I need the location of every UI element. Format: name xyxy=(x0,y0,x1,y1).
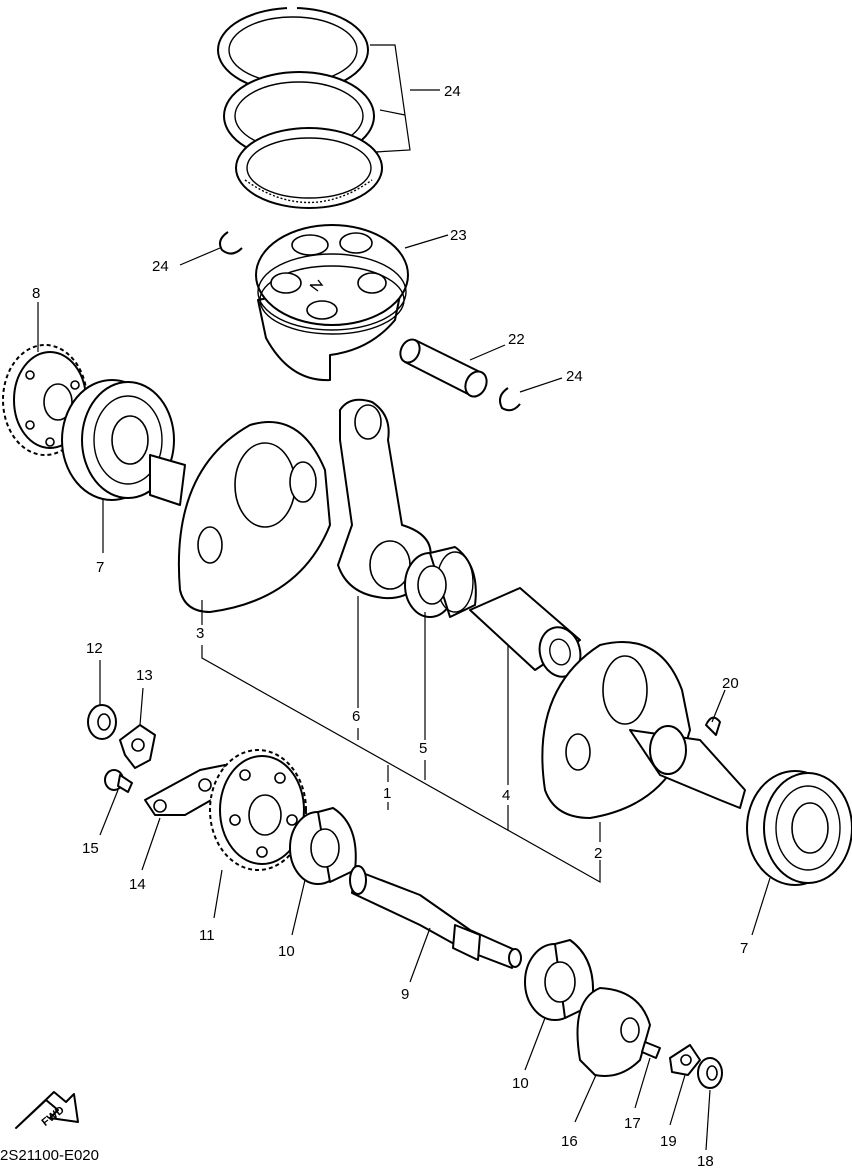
bolt-15 xyxy=(104,769,133,793)
balancer-weight-16 xyxy=(576,987,651,1077)
callout-12: 12 xyxy=(86,640,103,657)
key-17 xyxy=(641,1041,661,1059)
callout-13: 13 xyxy=(136,667,153,684)
leader-lines xyxy=(37,44,771,1151)
crank-web-left xyxy=(149,421,331,613)
callout-2: 2 xyxy=(594,845,602,862)
big-end-bearing xyxy=(404,546,477,618)
crank-bearing-right xyxy=(746,770,852,886)
nut-18 xyxy=(697,1057,723,1089)
lock-washer-19 xyxy=(669,1044,701,1076)
callout-21: 23 xyxy=(450,227,467,244)
balancer-driven-gear xyxy=(209,749,307,871)
callout-5: 5 xyxy=(419,740,427,757)
callout-7-right: 7 xyxy=(740,940,748,957)
callout-6: 6 xyxy=(352,708,360,725)
crank-pin xyxy=(469,587,582,678)
callout-24-left: 24 xyxy=(152,258,169,275)
callout-10-left: 10 xyxy=(278,943,295,960)
callout-17: 17 xyxy=(624,1115,641,1132)
callout-19: 19 xyxy=(660,1133,677,1150)
callout-11: 11 xyxy=(199,927,215,944)
diagram-code: 2S21100-E020 xyxy=(0,1147,99,1164)
callout-9: 9 xyxy=(401,986,409,1003)
callout-14: 14 xyxy=(129,876,146,893)
piston-pin xyxy=(399,338,488,398)
callout-20: 20 xyxy=(722,675,739,692)
crank-web-right xyxy=(541,641,746,819)
connecting-rod xyxy=(337,398,432,600)
callout-15: 15 xyxy=(82,840,99,857)
callout-8: 8 xyxy=(32,285,40,302)
piston-pin-clip-left xyxy=(219,231,243,255)
lock-washer-13 xyxy=(119,724,156,769)
piston-pin-clip-right xyxy=(499,387,521,412)
piston-ring-set xyxy=(217,4,383,209)
callout-4: 4 xyxy=(502,787,510,804)
nut-12 xyxy=(87,704,117,740)
callout-23: 22 xyxy=(508,331,525,348)
callout-1: 1 xyxy=(383,785,391,802)
piston xyxy=(255,224,409,382)
balancer-shaft xyxy=(349,865,522,969)
fwd-arrow-icon: FWD xyxy=(15,1091,79,1129)
callout-numbers: 24 23 24 22 24 8 7 3 6 5 4 1 2 20 7 12 1… xyxy=(32,83,748,1170)
callout-24-right: 24 xyxy=(566,368,583,385)
balancer-bearing-left xyxy=(289,807,357,885)
callout-10-right: 10 xyxy=(512,1075,529,1092)
callout-7-left: 7 xyxy=(96,559,104,576)
callout-22: 24 xyxy=(444,83,461,100)
callout-3: 3 xyxy=(196,625,204,642)
callout-16: 16 xyxy=(561,1133,578,1150)
callout-18: 18 xyxy=(697,1153,714,1167)
